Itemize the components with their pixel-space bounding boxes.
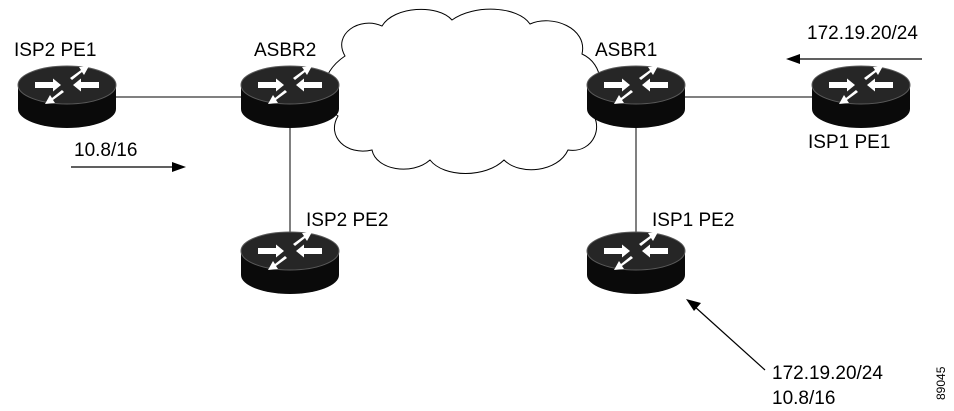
label-isp2-pe2: ISP2 PE2 bbox=[306, 210, 388, 231]
figure-id: 89045 bbox=[934, 366, 948, 400]
router-asbr1 bbox=[586, 65, 686, 129]
router-icon bbox=[240, 65, 340, 129]
router-isp1-pe2 bbox=[586, 231, 686, 295]
cloud-icon bbox=[323, 8, 601, 174]
label-isp2-pe1: ISP2 PE1 bbox=[14, 40, 96, 61]
router-icon bbox=[240, 231, 340, 295]
label-asbr2: ASBR2 bbox=[254, 40, 316, 61]
router-icon bbox=[586, 65, 686, 129]
router-icon bbox=[811, 65, 911, 129]
router-asbr2 bbox=[240, 65, 340, 129]
label-asbr1: ASBR1 bbox=[595, 40, 657, 61]
label-isp1-pe2: ISP1 PE2 bbox=[652, 210, 734, 231]
route-arrow-left bbox=[786, 54, 922, 64]
route-label-isp1-top: 172.19.20/24 bbox=[807, 23, 918, 44]
route-label-bottom-1: 172.19.20/24 bbox=[772, 363, 883, 384]
router-icon bbox=[586, 231, 686, 295]
router-icon bbox=[17, 65, 117, 129]
router-isp1-pe1 bbox=[811, 65, 911, 129]
route-arrow-up-left bbox=[686, 299, 766, 371]
route-label-isp2: 10.8/16 bbox=[74, 140, 137, 161]
router-isp2-pe2 bbox=[240, 231, 340, 295]
label-isp1-pe1: ISP1 PE1 bbox=[808, 132, 890, 153]
route-arrow-right bbox=[71, 162, 186, 172]
route-label-bottom-2: 10.8/16 bbox=[772, 388, 835, 409]
router-isp2-pe1 bbox=[17, 65, 117, 129]
